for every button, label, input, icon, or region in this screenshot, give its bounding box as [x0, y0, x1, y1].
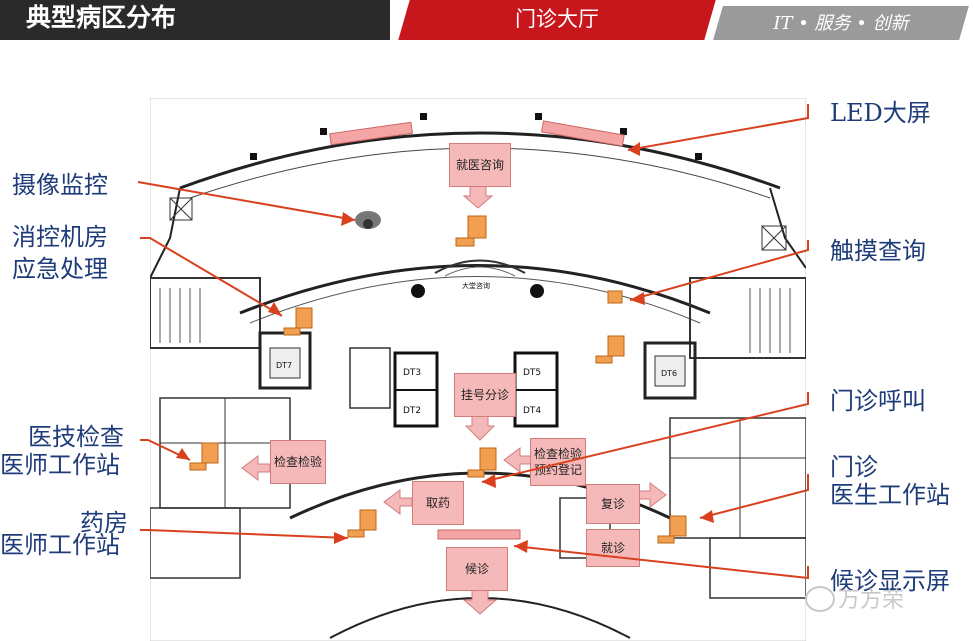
callout-consult: 就医咨询 — [449, 143, 511, 187]
label-pharmacy: 药房 — [80, 509, 128, 537]
label-fire-room: 消控机房 — [12, 223, 108, 251]
label-camera: 摄像监控 — [12, 171, 108, 199]
callout-exam: 检查检验 — [270, 440, 326, 484]
callout-exam-booking-line1: 检查检验 — [533, 447, 582, 461]
room-label-dt7: DT7 — [276, 361, 292, 370]
label-touch: 触摸查询 — [830, 237, 926, 265]
label-led: LED大屏 — [830, 99, 931, 127]
label-pharmacy-ws: 医师工作站 — [0, 531, 120, 559]
callout-revisit: 复诊 — [586, 484, 640, 524]
label-emergency: 应急处理 — [12, 255, 108, 283]
label-outpatient: 门诊 — [830, 453, 878, 481]
callout-pickup: 取药 — [412, 481, 464, 525]
label-call: 门诊呼叫 — [830, 387, 926, 415]
callout-register: 挂号分诊 — [454, 373, 516, 417]
label-doctor-ws: 医生工作站 — [830, 481, 950, 509]
label-wait-display: 候诊显示屏 — [830, 567, 950, 595]
callout-visit: 就诊 — [586, 529, 640, 567]
room-label-dt2: DT2 — [403, 406, 421, 416]
page-title: 典型病区分布 — [0, 0, 390, 40]
room-label-dt3: DT3 — [403, 368, 421, 378]
callout-waiting: 候诊 — [446, 547, 508, 591]
label-tech-ws: 医师工作站 — [0, 451, 120, 479]
label-tech-exam: 医技检查 — [28, 423, 124, 451]
info-desk-label: 大堂咨询 — [462, 281, 490, 290]
section-tab: 门诊大厅 — [515, 7, 599, 31]
watermark-icon — [805, 586, 835, 612]
room-label-dt6: DT6 — [661, 369, 677, 378]
slogan: IT • 服务 • 创新 — [773, 13, 909, 34]
room-label-dt4: DT4 — [523, 406, 541, 416]
room-label-dt5: DT5 — [523, 368, 541, 378]
watermark: 万方荣 — [838, 588, 905, 613]
